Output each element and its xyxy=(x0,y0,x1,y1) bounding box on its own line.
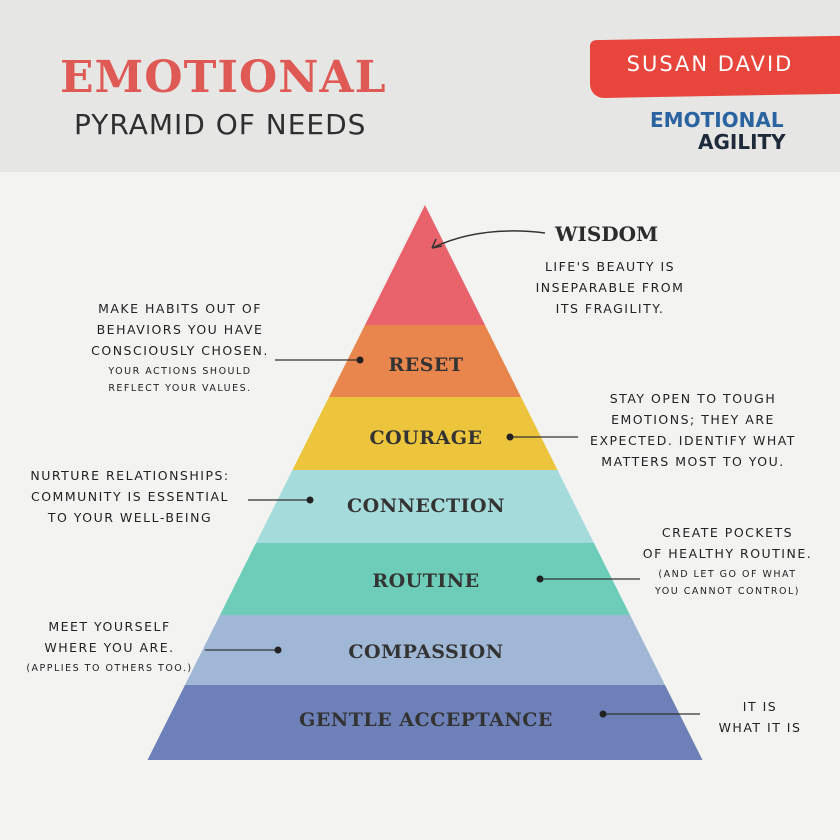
note-line: TO YOUR WELL-BEING xyxy=(47,510,213,525)
note-reset: MAKE HABITS OUT OF BEHAVIORS YOU HAVE CO… xyxy=(75,298,285,397)
note-line: MEET YOURSELF xyxy=(48,619,171,634)
pyramid-layer-gentle-acceptance xyxy=(147,685,703,760)
connector-dot xyxy=(536,575,544,583)
note-line-small: REFLECT YOUR VALUES. xyxy=(108,383,252,394)
pyramid-layer-routine xyxy=(220,543,630,615)
pyramid-layer-compassion xyxy=(185,615,665,685)
note-line: LIFE'S BEAUTY IS xyxy=(544,259,676,274)
note-line: ITS FRAGILITY. xyxy=(555,301,665,316)
pyramid-layer-reset xyxy=(329,325,521,397)
pyramid-layer-courage xyxy=(292,397,558,470)
connector-dot xyxy=(506,433,514,441)
layer-label-wisdom: WISDOM xyxy=(555,222,659,246)
note-line: IT IS xyxy=(742,699,778,714)
note-line-small: (APPLIES TO OTHERS TOO.) xyxy=(26,663,193,674)
page-subtitle: PYRAMID OF NEEDS xyxy=(74,108,367,141)
note-line: WHAT IT IS xyxy=(718,720,802,735)
pyramid-layer-wisdom xyxy=(365,205,485,325)
layer-label-compassion: COMPASSION xyxy=(348,641,504,663)
note-courage: STAY OPEN TO TOUGH EMOTIONS; THEY ARE EX… xyxy=(578,388,808,472)
note-wisdom: LIFE'S BEAUTY IS INSEPARABLE FROM ITS FR… xyxy=(520,256,700,319)
note-line: BEHAVIORS YOU HAVE xyxy=(96,322,264,337)
note-line: EXPECTED. IDENTIFY WHAT xyxy=(590,433,796,448)
connector-dot xyxy=(306,496,314,504)
layer-label-routine: ROUTINE xyxy=(372,570,480,592)
layer-label-gentle-acceptance: GENTLE ACCEPTANCE xyxy=(299,709,553,731)
note-line: CREATE POCKETS xyxy=(661,525,794,540)
note-line: MATTERS MOST TO YOU. xyxy=(601,454,785,469)
book-title-line2: AGILITY xyxy=(698,130,786,154)
pyramid-layer-connection xyxy=(256,470,594,543)
arrow-icon xyxy=(431,230,546,249)
note-gentle-acceptance: IT IS WHAT IT IS xyxy=(700,696,820,738)
note-line: OF HEALTHY ROUTINE. xyxy=(642,546,813,561)
layer-label-courage: COURAGE xyxy=(369,427,483,449)
note-line: INSEPARABLE FROM xyxy=(535,280,685,295)
note-line: COMMUNITY IS ESSENTIAL xyxy=(30,489,229,504)
note-line: EMOTIONS; THEY ARE xyxy=(611,412,775,427)
note-line-small: YOU CANNOT CONTROL) xyxy=(655,586,800,597)
page-title: EMOTIONAL xyxy=(60,52,387,103)
layer-label-reset: RESET xyxy=(388,354,464,376)
note-line-small: (AND LET GO OF WHAT xyxy=(658,569,797,580)
note-line: WHERE YOU ARE. xyxy=(44,640,175,655)
note-routine: CREATE POCKETS OF HEALTHY ROUTINE. (AND … xyxy=(630,522,825,600)
note-line-small: YOUR ACTIONS SHOULD xyxy=(108,366,252,377)
note-line: STAY OPEN TO TOUGH xyxy=(609,391,777,406)
connector-dot xyxy=(356,356,364,364)
note-compassion: MEET YOURSELF WHERE YOU ARE. (APPLIES TO… xyxy=(22,616,197,677)
book-title-line1: EMOTIONAL xyxy=(650,108,784,132)
note-line: MAKE HABITS OUT OF xyxy=(98,301,262,316)
author-name: SUSAN DAVID xyxy=(626,52,794,76)
note-line: CONSCIOUSLY CHOSEN. xyxy=(91,343,269,358)
connector-dot xyxy=(274,646,282,654)
note-line: NURTURE RELATIONSHIPS: xyxy=(30,468,230,483)
note-connection: NURTURE RELATIONSHIPS: COMMUNITY IS ESSE… xyxy=(20,465,240,528)
connector-dot xyxy=(599,710,607,718)
layer-label-connection: CONNECTION xyxy=(347,495,505,517)
